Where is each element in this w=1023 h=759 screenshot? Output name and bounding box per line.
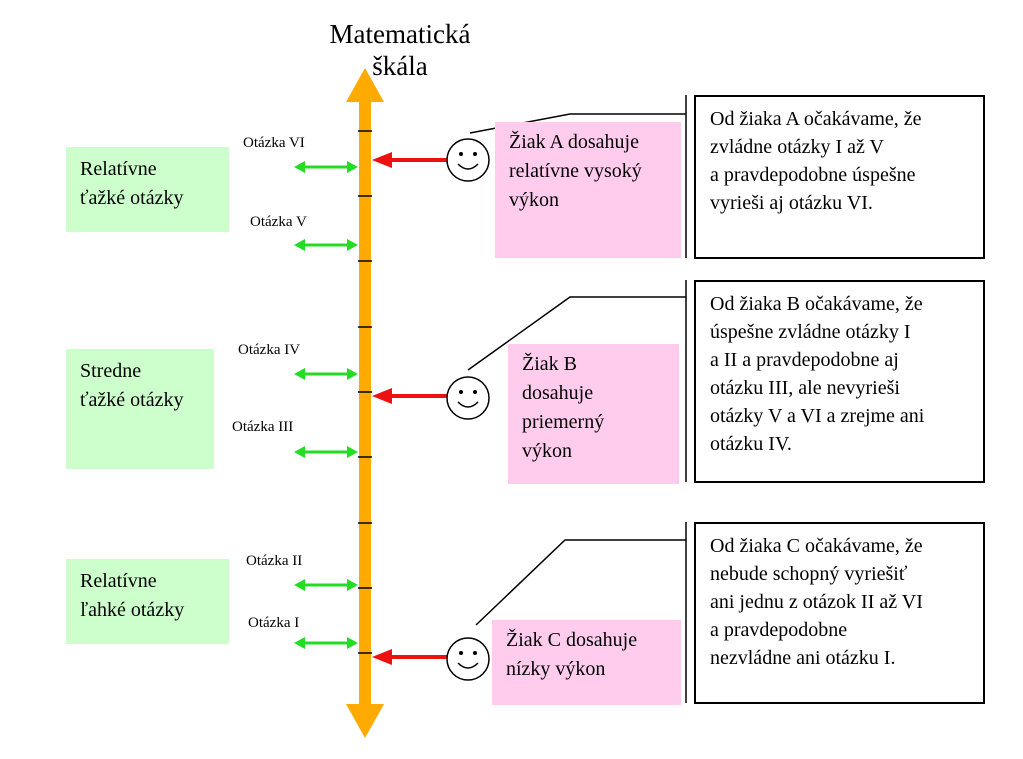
student-a-line-2: relatívne vysoký — [509, 160, 642, 182]
question-arrows — [294, 161, 358, 649]
student-arrows — [372, 152, 447, 665]
question-arrow-2 — [294, 579, 358, 591]
smiley-face-icon — [446, 637, 490, 681]
student-b-box: Žiak B dosahuje priemerný výkon — [508, 344, 679, 484]
question-arrow-4 — [294, 368, 358, 380]
question-label-4: Otázka IV — [238, 342, 301, 358]
category-hard: Relatívne ťažké otázky — [66, 147, 229, 232]
question-arrow-5 — [294, 239, 358, 251]
category-medium: Stredne ťažké otázky — [66, 349, 214, 469]
question-label-5: Otázka V — [250, 214, 307, 230]
question-label-1: Otázka I — [248, 615, 300, 631]
expectation-c-line-2: nebude schopný vyriešiť — [710, 563, 908, 585]
question-arrow-1 — [294, 637, 358, 649]
student-b-line-4: výkon — [522, 440, 572, 462]
expectation-b-box: Od žiaka B očakávame, že úspešne zvládne… — [694, 280, 985, 483]
student-b-line-3: priemerný — [522, 411, 605, 433]
student-b-line-2: dosahuje — [522, 382, 594, 404]
expectation-b-line-2: úspešne zvládne otázky I — [710, 321, 911, 343]
student-arrow-a — [372, 152, 447, 168]
scale-title: Matematická škála — [320, 18, 480, 82]
smiley-face-icon — [446, 138, 490, 182]
expectation-c-line-1: Od žiaka C očakávame, že — [710, 535, 923, 557]
question-label-3: Otázka III — [232, 419, 294, 435]
connector-lines — [467, 95, 687, 703]
expectation-c-line-5: nezvládne ani otázku I. — [710, 647, 896, 669]
expectation-b-line-1: Od žiaka B očakávame, že — [710, 293, 923, 315]
question-label-6: Otázka VI — [243, 135, 305, 151]
category-easy-line-2: ľahké otázky — [80, 599, 185, 621]
expectation-b-line-6: otázku IV. — [710, 433, 792, 455]
category-easy: Relatívne ľahké otázky — [66, 559, 229, 644]
smiley-face-icon — [446, 376, 490, 420]
scale-title-line-1: Matematická — [329, 19, 471, 49]
student-c-line-1: Žiak C dosahuje — [506, 629, 638, 651]
expectation-a-line-2: zvládne otázky I až V — [710, 136, 884, 158]
expectation-b-line-4: otázku III, ale nevyrieši — [710, 377, 900, 399]
student-a-box: Žiak A dosahuje relatívne vysoký výkon — [495, 122, 681, 258]
scale-title-line-2: škála — [372, 51, 428, 81]
category-easy-line-1: Relatívne — [80, 570, 157, 592]
student-b-line-1: Žiak B — [522, 353, 577, 375]
expectation-c-line-3: ani jednu z otázok II až VI — [710, 591, 923, 613]
expectation-a-box: Od žiaka A očakávame, že zvládne otázky … — [694, 95, 985, 259]
question-label-2: Otázka II — [246, 553, 303, 569]
question-arrow-6 — [294, 161, 358, 173]
expectation-a-line-1: Od žiaka A očakávame, že — [710, 108, 922, 130]
scale-ticks — [358, 130, 372, 654]
category-medium-line-2: ťažké otázky — [80, 389, 184, 411]
math-scale-axis — [346, 68, 384, 738]
category-hard-line-1: Relatívne — [80, 158, 157, 180]
student-arrow-b — [372, 388, 447, 404]
student-c-line-2: nízky výkon — [506, 658, 606, 680]
expectation-b-line-5: otázky V a VI a zrejme ani — [710, 405, 925, 427]
expectation-c-box: Od žiaka C očakávame, že nebude schopný … — [694, 522, 985, 704]
expectation-c-line-4: a pravdepodobne — [710, 619, 848, 641]
student-c-box: Žiak C dosahuje nízky výkon — [492, 620, 681, 705]
expectation-a-line-3: a pravdepodobne úspešne — [710, 164, 916, 186]
category-medium-line-1: Stredne — [80, 360, 142, 382]
student-a-line-3: výkon — [509, 189, 559, 211]
student-arrow-c — [372, 649, 447, 665]
category-hard-line-2: ťažké otázky — [80, 187, 184, 209]
question-arrow-3 — [294, 446, 358, 458]
student-a-line-1: Žiak A dosahuje — [509, 131, 639, 153]
expectation-a-line-4: vyrieši aj otázku VI. — [710, 192, 873, 214]
expectation-b-line-3: a II a pravdepodobne aj — [710, 349, 899, 371]
